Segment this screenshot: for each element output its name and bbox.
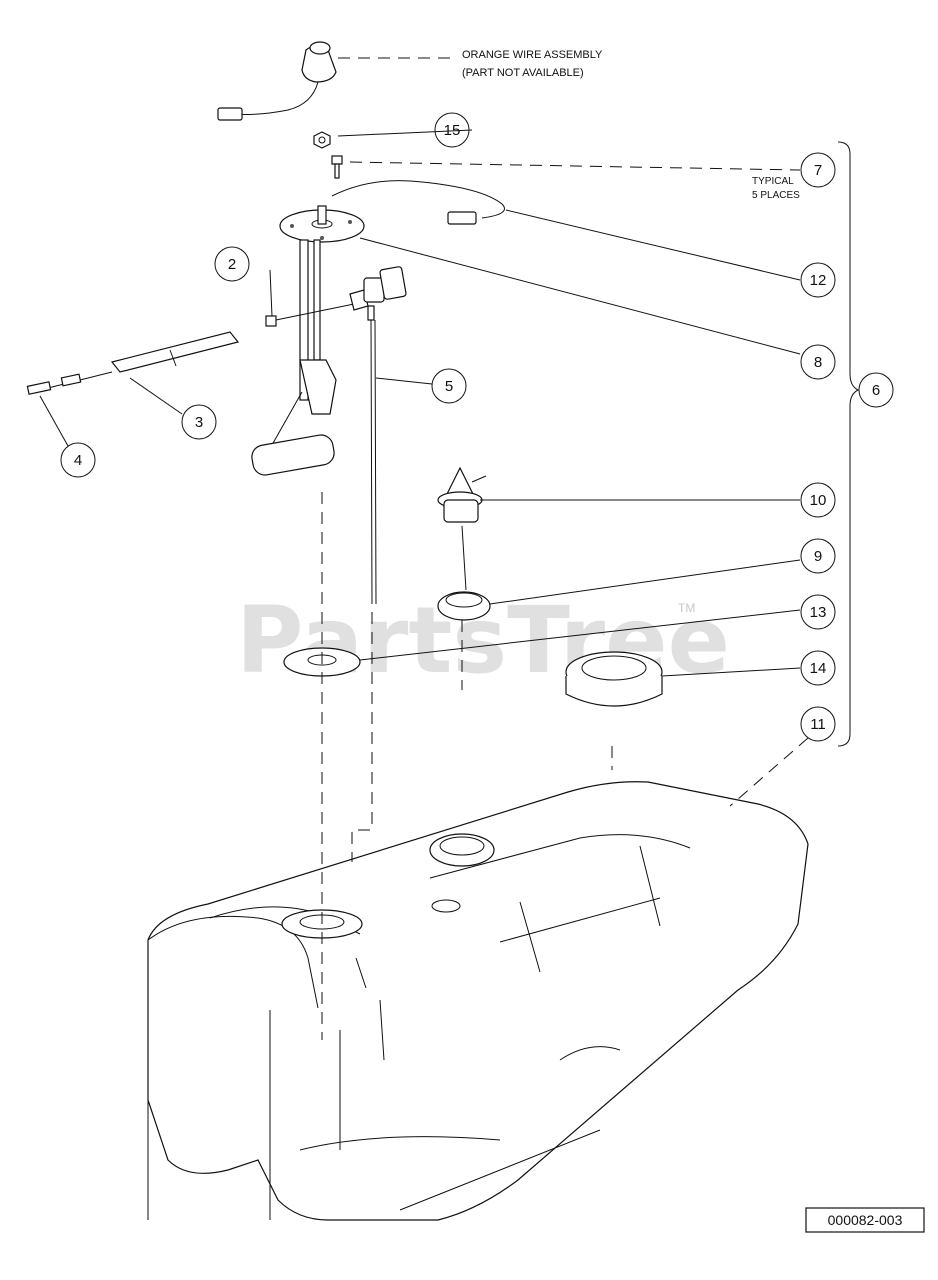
note-typical-line2: 5 PLACES xyxy=(752,190,800,201)
screw xyxy=(331,155,343,179)
svg-text:5: 5 xyxy=(445,378,453,395)
callout-14: 14 xyxy=(800,650,836,686)
svg-text:12: 12 xyxy=(810,272,827,289)
rollover-valve xyxy=(437,466,487,523)
align-pickup xyxy=(351,612,373,862)
leader-screw xyxy=(349,161,801,171)
tank-grommet xyxy=(437,525,491,621)
svg-text:10: 10 xyxy=(810,492,827,509)
svg-text:3: 3 xyxy=(195,414,203,431)
fuel-tube-assembly xyxy=(26,303,355,395)
watermark-trademark: TM xyxy=(678,601,695,615)
svg-text:13: 13 xyxy=(810,604,827,621)
callout-4: 4 xyxy=(60,442,96,478)
fuel-sending-unit xyxy=(251,180,505,476)
reference-number-box: 000082-003 xyxy=(805,1207,925,1233)
callout-7: 7 xyxy=(800,152,836,188)
svg-text:9: 9 xyxy=(814,548,822,565)
pickup-tube xyxy=(349,266,407,605)
callout-11: 11 xyxy=(800,706,836,742)
callout-9: 9 xyxy=(800,538,836,574)
svg-text:7: 7 xyxy=(814,162,822,179)
callout-6: 6 xyxy=(858,372,894,408)
svg-text:15: 15 xyxy=(444,122,461,139)
note-typical-line1: TYPICAL xyxy=(752,176,794,187)
callout-10: 10 xyxy=(800,482,836,518)
svg-text:6: 6 xyxy=(872,382,880,399)
fuel-tank xyxy=(147,781,809,1221)
note-wire-line1: ORANGE WIRE ASSEMBLY xyxy=(462,49,603,61)
callout-3: 3 xyxy=(181,404,217,440)
note-wire-line2: (PART NOT AVAILABLE) xyxy=(462,67,584,79)
svg-text:11: 11 xyxy=(810,716,826,733)
callout-15: 15 xyxy=(434,112,470,148)
callout-2: 2 xyxy=(214,246,250,282)
hex-nut xyxy=(313,131,331,149)
callout-5: 5 xyxy=(431,368,467,404)
callout-12: 12 xyxy=(800,262,836,298)
callout-8: 8 xyxy=(800,344,836,380)
svg-text:4: 4 xyxy=(74,452,82,469)
fuel-cap xyxy=(565,651,663,707)
svg-text:8: 8 xyxy=(814,354,822,371)
svg-text:2: 2 xyxy=(228,256,236,273)
callout-13: 13 xyxy=(800,594,836,630)
group-bracket xyxy=(837,141,860,747)
reference-number: 000082-003 xyxy=(828,1212,903,1228)
svg-text:14: 14 xyxy=(810,660,827,677)
orange-wire-assembly xyxy=(217,41,452,121)
